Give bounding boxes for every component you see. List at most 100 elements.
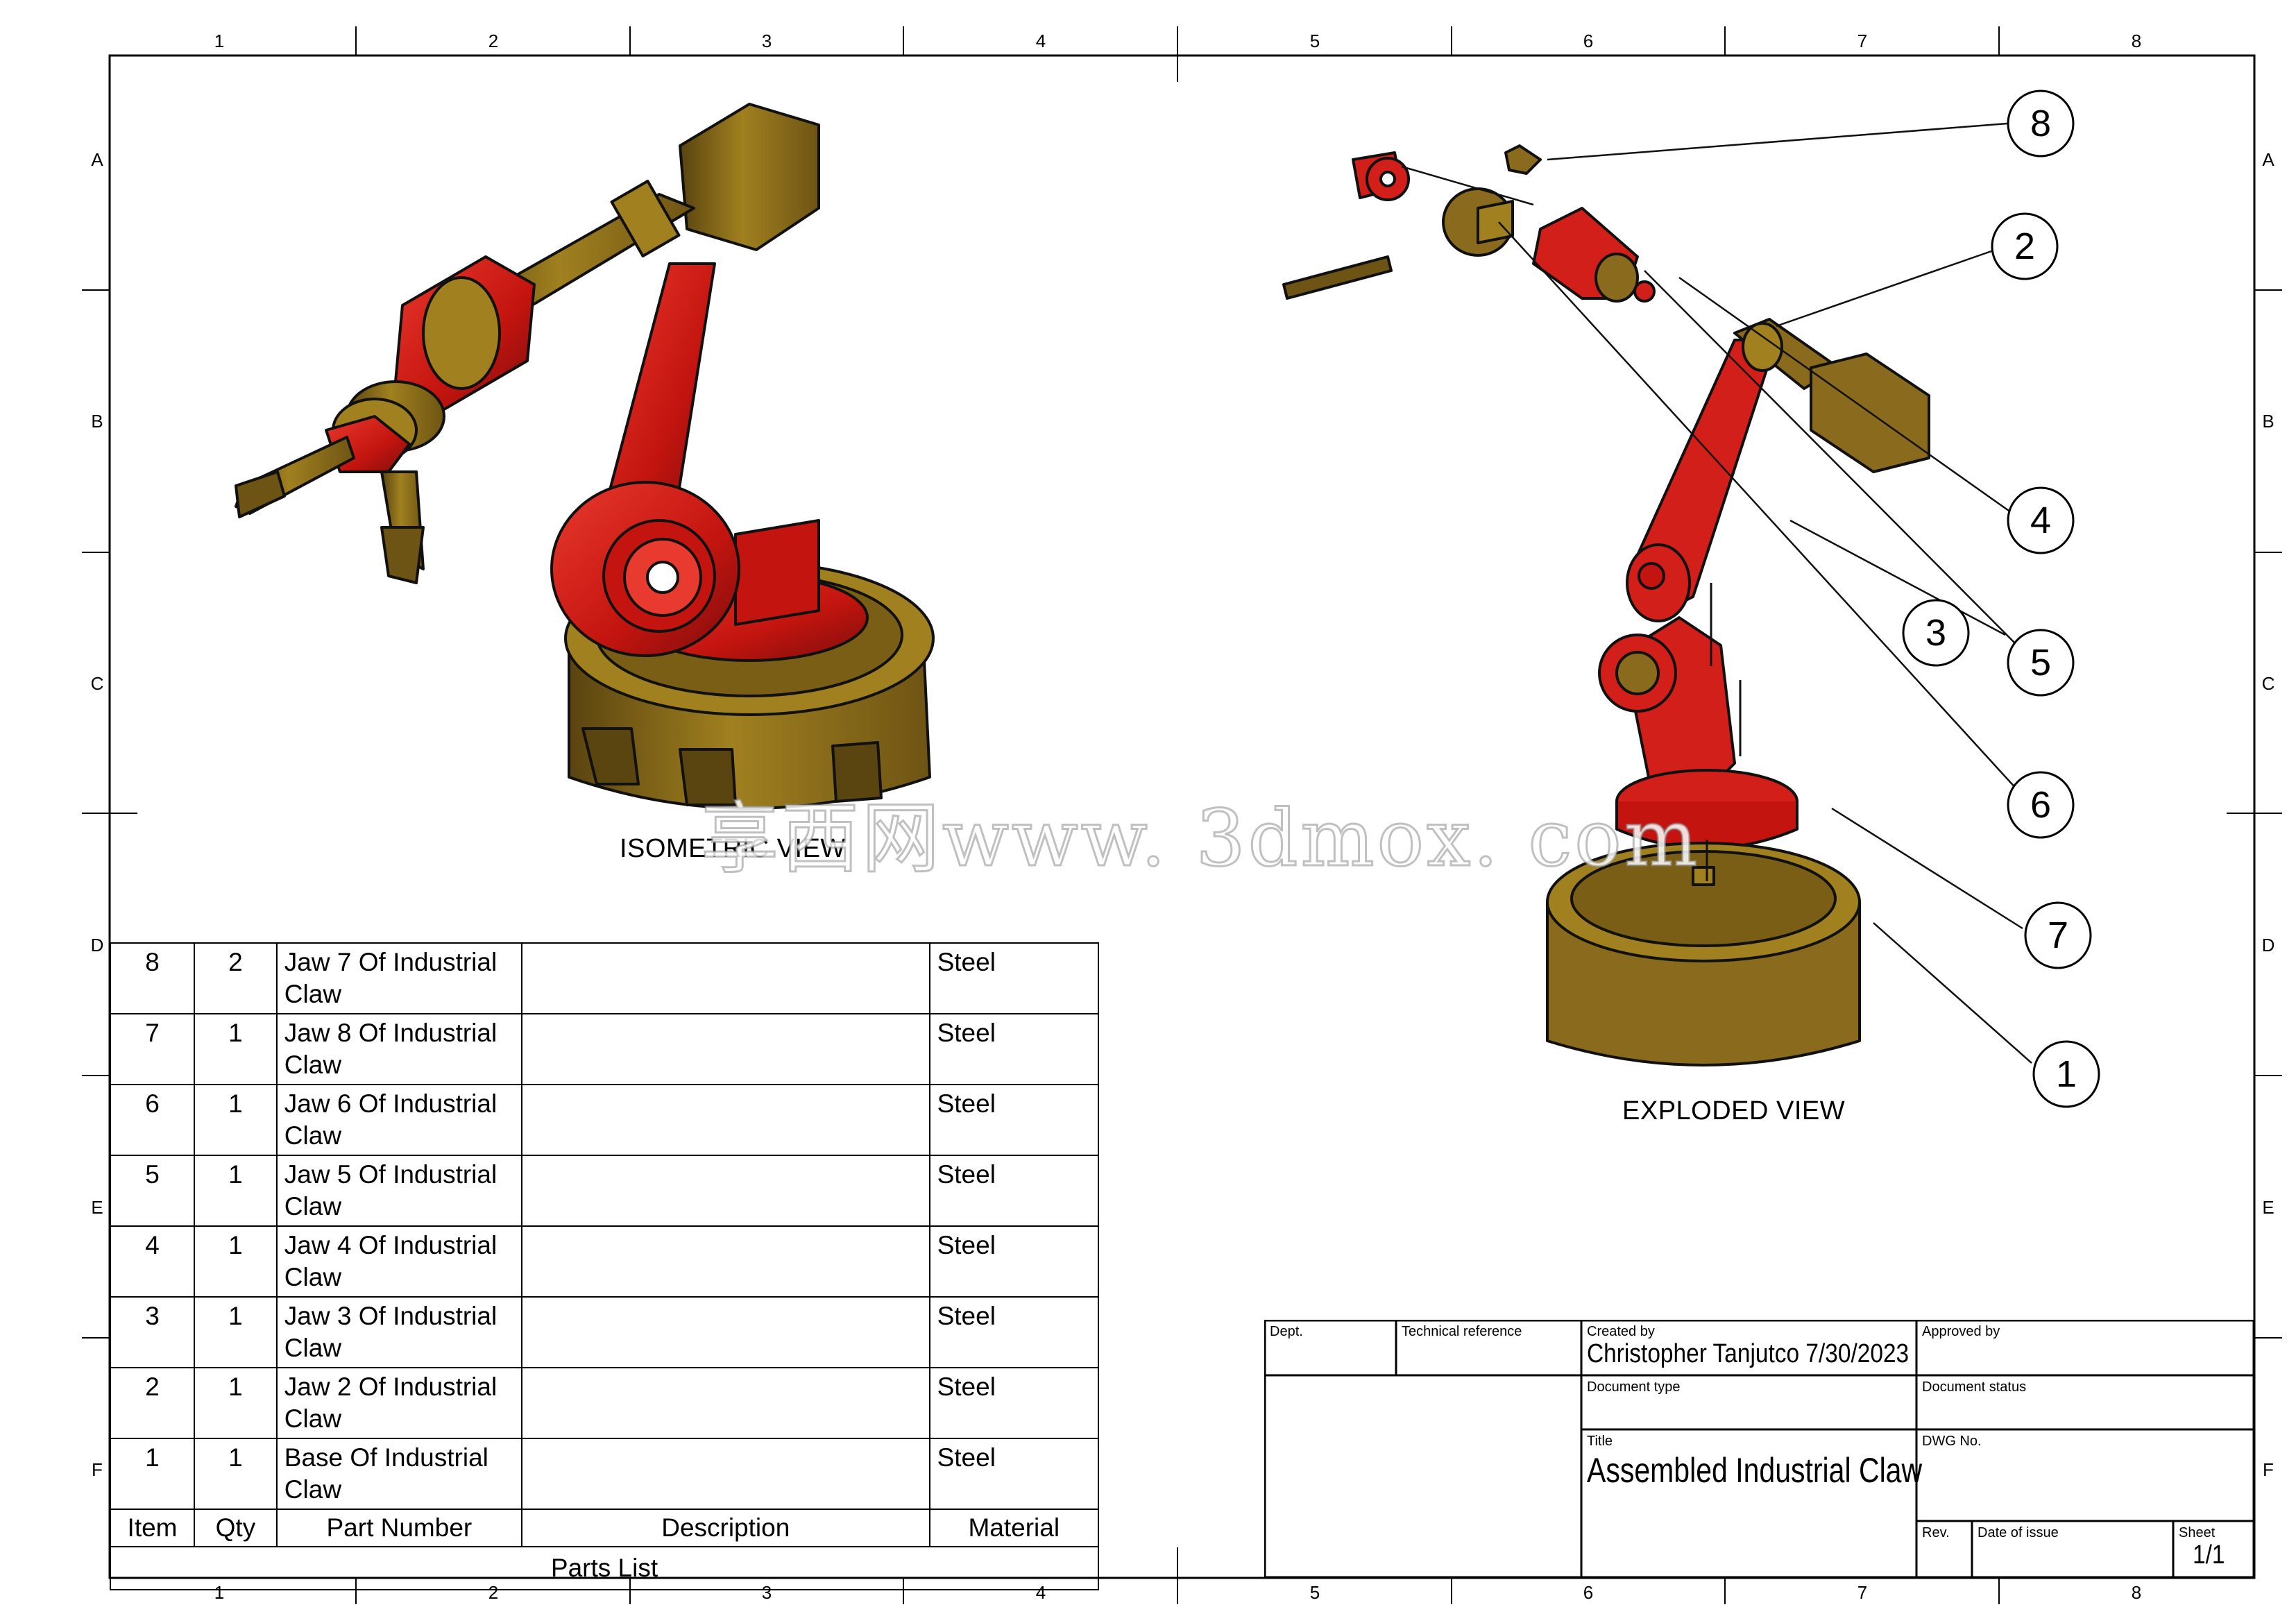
zone-column-top-5: 5	[1309, 31, 1320, 51]
cell-part-number: Base Of Industrial Claw	[275, 1438, 522, 1510]
cell-part-number: Jaw 6 Of Industrial Claw	[275, 1084, 522, 1156]
cell-description	[520, 1155, 930, 1227]
exploded-jaw-7	[1504, 144, 1542, 175]
cell-item: 6	[109, 1084, 196, 1156]
zone-row-left-C: C	[90, 673, 104, 694]
title-label: Title	[1587, 1434, 1613, 1449]
cell-description	[520, 1296, 930, 1368]
technical-reference-label: Technical reference	[1402, 1324, 1522, 1339]
zone-column-top-8: 8	[2131, 31, 2142, 51]
cell-material: Steel	[928, 942, 1100, 1014]
cell-description	[520, 1225, 930, 1298]
title-block: Dept. Technical reference Created by Chr…	[1264, 1320, 2254, 1578]
zone-column-bottom-7: 7	[1857, 1582, 1868, 1603]
cell-description	[520, 1084, 930, 1156]
balloon-circle-4	[2007, 486, 2075, 554]
iso-top-motor	[679, 103, 820, 251]
isometric-view-label: ISOMETRIC VIEW	[620, 834, 846, 863]
cell-item: 3	[109, 1296, 196, 1368]
cell-qty: 1	[194, 1438, 278, 1510]
cell-description	[520, 942, 930, 1014]
cell-description	[520, 1367, 930, 1439]
balloon-number: 3	[1925, 612, 1947, 654]
zone-column-bottom-5: 5	[1309, 1582, 1320, 1603]
isometric-view-drawing	[235, 103, 935, 810]
balloon-number: 4	[2030, 500, 2052, 541]
sheet-label: Sheet	[2179, 1525, 2216, 1540]
cell-material: Steel	[928, 1084, 1100, 1156]
zone-row-left-F: F	[92, 1459, 103, 1480]
approved-by-label: Approved by	[1922, 1324, 2000, 1339]
zone-row-left-A: A	[91, 149, 103, 170]
cell-material: Steel	[928, 1438, 1100, 1510]
balloon-circle-7	[2024, 901, 2092, 969]
document-type-label: Document type	[1587, 1379, 1681, 1395]
cell-description	[520, 1438, 930, 1510]
zone-column-top-2: 2	[488, 31, 499, 51]
cell-part-number: Jaw 5 Of Industrial Claw	[275, 1155, 522, 1227]
cell-item: 8	[109, 942, 196, 1014]
dept-label: Dept.	[1270, 1324, 1303, 1339]
cell-material: Steel	[928, 1296, 1100, 1368]
drawing-title: Assembled Industrial Claw	[1587, 1451, 1923, 1490]
header-item: Item	[109, 1509, 196, 1547]
dwg-no-label: DWG No.	[1922, 1434, 1982, 1449]
parts-list-header: Item Qty Part Number Description Materia…	[109, 1509, 1100, 1547]
cell-item: 1	[109, 1438, 196, 1510]
zone-row-right-E: E	[2262, 1197, 2274, 1218]
cell-part-number: Jaw 8 Of Industrial Claw	[275, 1013, 522, 1085]
cell-material: Steel	[928, 1225, 1100, 1298]
balloon-number: 1	[2055, 1053, 2077, 1095]
cell-qty: 1	[194, 1367, 278, 1439]
created-by-value: Christopher Tanjutco 7/30/2023	[1587, 1339, 1910, 1368]
cell-item: 4	[109, 1225, 196, 1298]
zone-column-bottom-6: 6	[1583, 1582, 1594, 1603]
zone-row-left-D: D	[90, 935, 104, 955]
zone-column-top-4: 4	[1035, 31, 1046, 51]
balloon-number: 8	[2030, 103, 2052, 144]
balloon-circle-6	[2007, 771, 2075, 839]
header-part-number: Part Number	[275, 1509, 522, 1547]
zone-row-right-B: B	[2262, 411, 2274, 432]
zone-column-top-3: 3	[761, 31, 772, 51]
balloon-circle-8	[2007, 90, 2075, 158]
zone-row-left-E: E	[91, 1197, 103, 1218]
document-status-label: Document status	[1922, 1379, 2027, 1395]
zone-row-right-D: D	[2261, 935, 2275, 955]
cell-item: 2	[109, 1367, 196, 1439]
zone-column-top-6: 6	[1583, 31, 1594, 51]
zone-column-bottom-8: 8	[2131, 1582, 2142, 1603]
cell-part-number: Jaw 3 Of Industrial Claw	[275, 1296, 522, 1368]
zone-column-top-7: 7	[1857, 31, 1868, 51]
sheet-value: 1/1	[2193, 1540, 2225, 1570]
zone-row-left-B: B	[91, 411, 103, 432]
balloon-circle-5	[2007, 629, 2075, 697]
zone-column-top-1: 1	[214, 31, 225, 51]
title-block-grid	[1264, 1320, 2254, 1578]
created-by-label: Created by	[1587, 1324, 1655, 1339]
cell-part-number: Jaw 2 Of Industrial Claw	[275, 1367, 522, 1439]
cell-qty: 1	[194, 1084, 278, 1156]
header-description: Description	[520, 1509, 930, 1547]
rev-label: Rev.	[1922, 1525, 1950, 1540]
cell-qty: 2	[194, 942, 278, 1014]
cell-qty: 1	[194, 1013, 278, 1085]
exploded-jaw-blade	[1282, 255, 1393, 300]
parts-list-caption: Parts List	[110, 1546, 1099, 1590]
cell-item: 7	[109, 1013, 196, 1085]
cell-item: 5	[109, 1155, 196, 1227]
zone-row-right-C: C	[2261, 673, 2275, 694]
parts-list-caption-row: Parts List	[110, 1546, 1099, 1590]
cell-qty: 1	[194, 1296, 278, 1368]
zone-row-right-F: F	[2263, 1459, 2274, 1480]
cell-qty: 1	[194, 1155, 278, 1227]
